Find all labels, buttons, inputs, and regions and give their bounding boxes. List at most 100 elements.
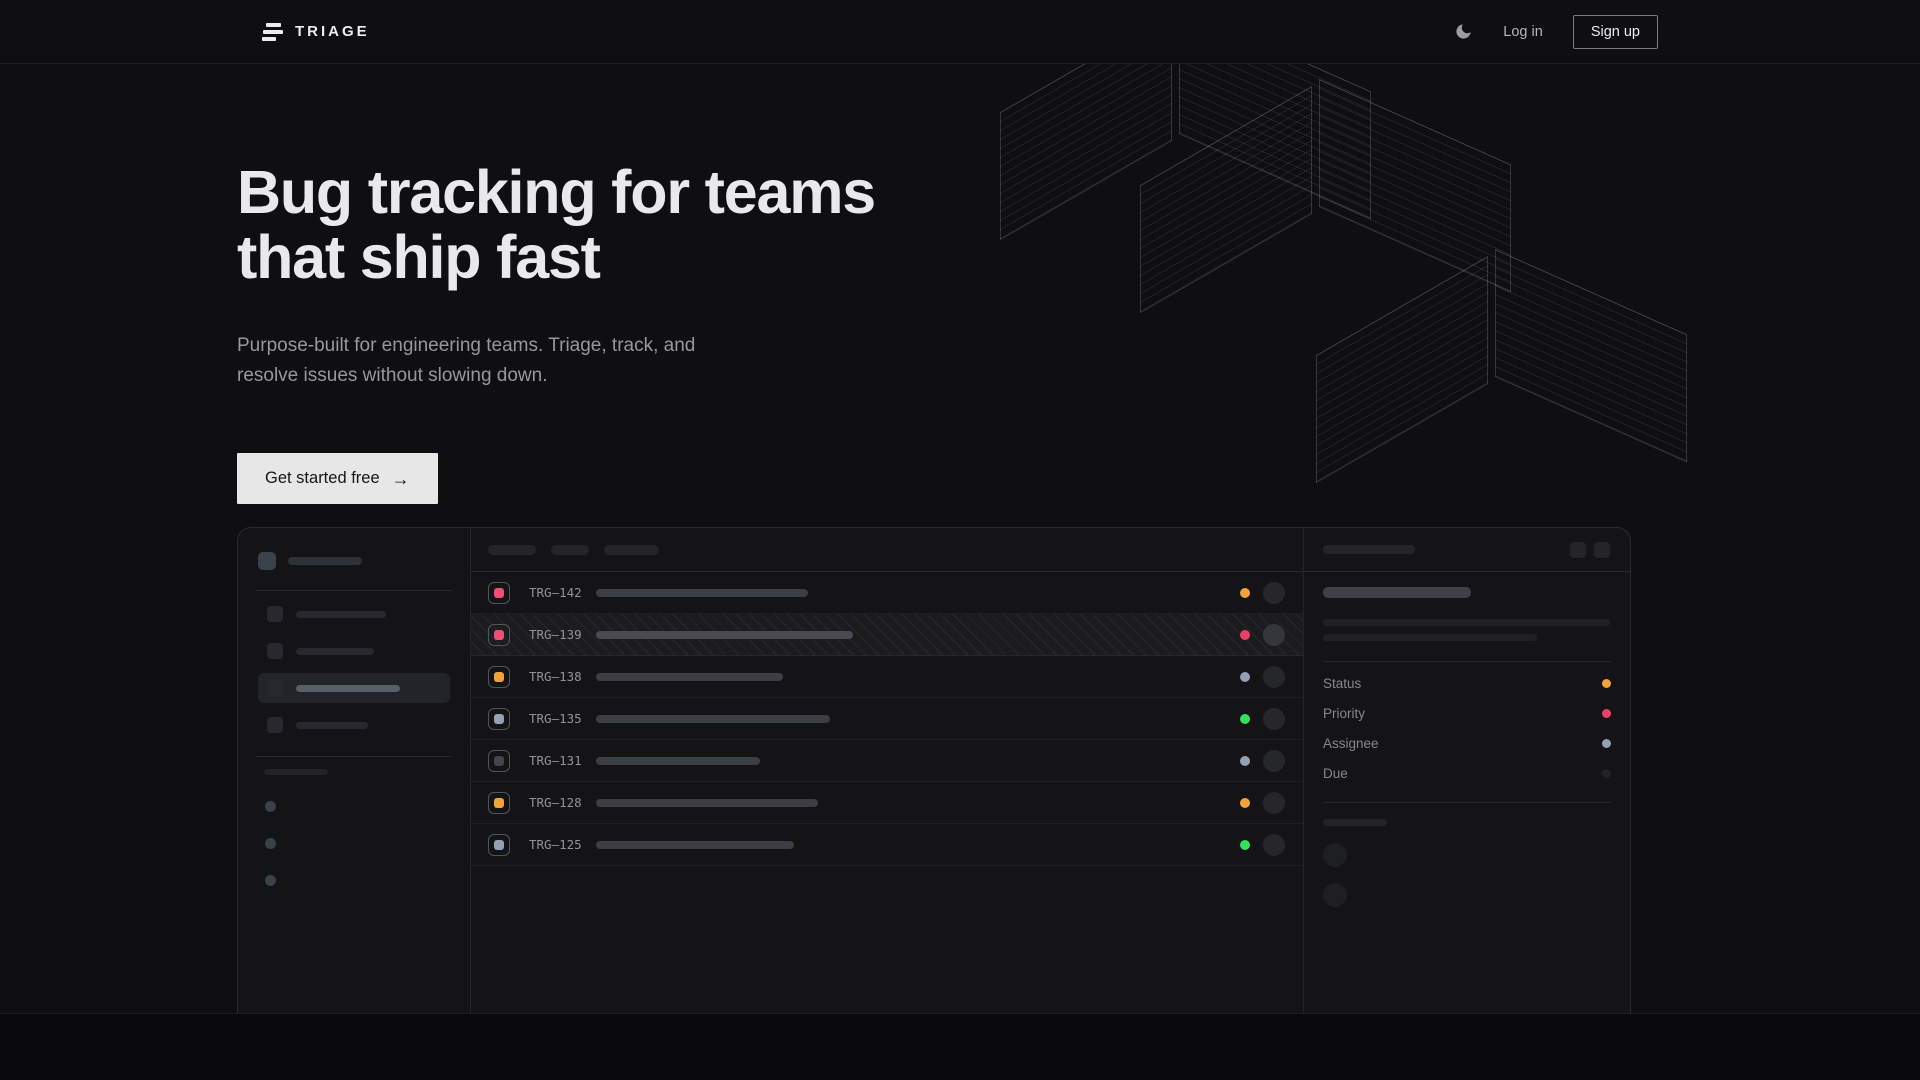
- sidebar-divider: [256, 590, 452, 591]
- detail-divider: [1323, 802, 1611, 803]
- sidebar-divider: [256, 756, 452, 757]
- issue-id: TRG–138: [529, 669, 582, 684]
- issue-type-icon: [488, 665, 510, 688]
- workspace-switcher[interactable]: [258, 548, 450, 574]
- property-row[interactable]: Priority: [1323, 698, 1611, 728]
- property-value-dot: [1602, 678, 1611, 688]
- issue-title-skeleton: [596, 588, 808, 597]
- moon-icon: [1456, 24, 1471, 39]
- issue-id: TRG–142: [529, 585, 582, 600]
- filter-pill-skeleton[interactable]: [551, 544, 589, 555]
- issue-row[interactable]: TRG–142: [471, 572, 1303, 614]
- sidebar-item-icon: [267, 680, 283, 696]
- issue-status-dot: [1240, 713, 1250, 724]
- issue-status-dot: [1240, 797, 1250, 808]
- brand-logo[interactable]: TRIAGE: [262, 22, 370, 41]
- hero-title: Bug tracking for teams that ship fast: [237, 158, 876, 291]
- issue-id: TRG–128: [529, 795, 582, 810]
- issue-list-header: [471, 528, 1303, 572]
- sidebar-dot: [265, 875, 276, 886]
- property-value-dot: [1602, 768, 1611, 778]
- workspace-name-skeleton: [288, 557, 362, 565]
- filter-pill-skeleton[interactable]: [488, 544, 536, 555]
- issue-status-dot: [1240, 671, 1250, 682]
- assignee-avatar: [1263, 623, 1285, 646]
- issue-title-skeleton: [596, 672, 783, 681]
- issue-title-skeleton: [596, 840, 794, 849]
- assignee-avatar: [1263, 749, 1285, 772]
- issue-id: TRG–125: [529, 837, 582, 852]
- property-value-dot: [1602, 708, 1611, 718]
- signup-button[interactable]: Sign up: [1572, 14, 1658, 49]
- issue-title-skeleton: [596, 714, 830, 723]
- comment-avatar: [1323, 843, 1347, 867]
- login-link[interactable]: Log in: [1503, 23, 1543, 40]
- property-label: Priority: [1323, 705, 1366, 721]
- property-row[interactable]: Due: [1323, 758, 1611, 788]
- issue-row[interactable]: TRG–131: [471, 740, 1303, 782]
- hero-subtitle: Purpose-built for engineering teams. Tri…: [237, 335, 696, 387]
- sidebar-item-icon: [267, 643, 283, 659]
- property-row[interactable]: Assignee: [1323, 728, 1611, 758]
- workspace-avatar: [258, 552, 276, 570]
- property-value-dot: [1602, 738, 1611, 748]
- sidebar-item[interactable]: [258, 599, 450, 629]
- sidebar-section-skeleton: [264, 769, 328, 775]
- sidebar-dot: [265, 801, 276, 812]
- issue-row[interactable]: TRG–125: [471, 824, 1303, 866]
- issue-row[interactable]: TRG–135: [471, 698, 1303, 740]
- issue-type-icon: [488, 833, 510, 856]
- issue-status-dot: [1240, 839, 1250, 850]
- detail-divider: [1323, 661, 1611, 662]
- detail-action-button[interactable]: [1570, 541, 1586, 558]
- issue-list: TRG–142 TRG–139 TRG–138 TRG–135 TRG–131: [471, 572, 1303, 866]
- detail-text-skeleton: [1323, 634, 1537, 641]
- property-label: Assignee: [1323, 735, 1379, 751]
- sidebar-item-icon: [267, 606, 283, 622]
- issue-id: TRG–135: [529, 711, 582, 726]
- filter-pill-skeleton[interactable]: [604, 544, 659, 555]
- detail-title-skeleton: [1323, 587, 1471, 598]
- issue-type-icon: [488, 749, 510, 772]
- property-label: Due: [1323, 765, 1348, 781]
- comment-avatar: [1323, 883, 1347, 907]
- sidebar-item[interactable]: [258, 636, 450, 666]
- footer-strip: [0, 1013, 1920, 1080]
- issue-row[interactable]: TRG–138: [471, 656, 1303, 698]
- issue-row[interactable]: TRG–139: [471, 614, 1303, 656]
- triage-logo-icon: [262, 22, 284, 41]
- assignee-avatar: [1263, 833, 1285, 856]
- sidebar-item[interactable]: [258, 710, 450, 740]
- property-row[interactable]: Status: [1323, 668, 1611, 698]
- get-started-button[interactable]: Get started free →: [237, 453, 438, 505]
- sidebar-nav: [258, 599, 450, 740]
- sidebar-item-skeleton: [296, 684, 400, 692]
- top-navbar: TRIAGE Log in Sign up: [0, 0, 1920, 64]
- brand-name: TRIAGE: [295, 23, 370, 40]
- issue-type-icon: [488, 581, 510, 604]
- sidebar-item[interactable]: [258, 673, 450, 703]
- property-list: Status Priority Assignee Due: [1323, 668, 1611, 788]
- detail-header-skeleton: [1323, 545, 1415, 554]
- theme-toggle-button[interactable]: [1453, 22, 1473, 42]
- issue-id: TRG–131: [529, 753, 582, 768]
- sidebar-dot: [265, 838, 276, 849]
- assignee-avatar: [1263, 707, 1285, 730]
- issue-type-icon: [488, 791, 510, 814]
- assignee-avatar: [1263, 791, 1285, 814]
- issue-title-skeleton: [596, 756, 760, 765]
- issue-status-dot: [1240, 755, 1250, 766]
- property-label: Status: [1323, 675, 1362, 691]
- issue-type-icon: [488, 707, 510, 730]
- issue-title-skeleton: [596, 798, 818, 807]
- arrow-right-icon: →: [391, 468, 410, 489]
- sidebar-item-skeleton: [296, 647, 374, 655]
- issue-row[interactable]: TRG–128: [471, 782, 1303, 824]
- issue-status-dot: [1240, 587, 1250, 598]
- issue-detail-panel: Status Priority Assignee Due: [1304, 528, 1630, 1013]
- detail-action-button[interactable]: [1594, 541, 1610, 558]
- hero-section: Bug tracking for teams that ship fast Pu…: [0, 64, 1920, 1013]
- issue-title-skeleton: [596, 630, 853, 639]
- app-mockup-card: TRG–142 TRG–139 TRG–138 TRG–135 TRG–131: [237, 527, 1631, 1013]
- issue-list-panel: TRG–142 TRG–139 TRG–138 TRG–135 TRG–131: [471, 528, 1304, 1013]
